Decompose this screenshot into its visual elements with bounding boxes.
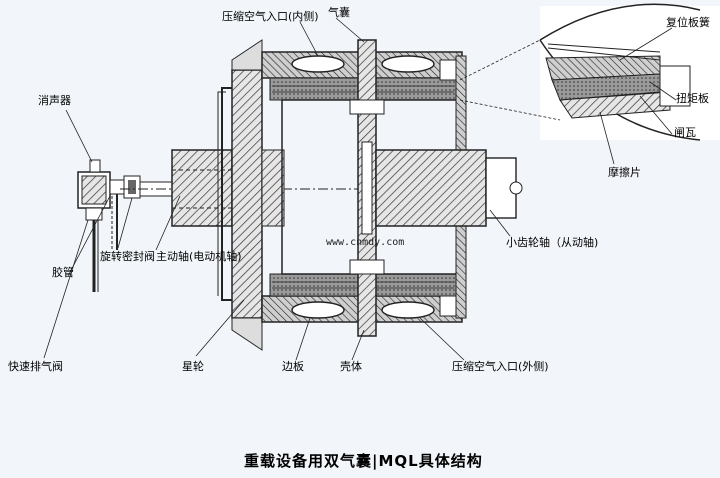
label-air-inlet-outer: 压缩空气入口(外侧): [452, 359, 549, 373]
label-torque-plate: 扭矩板: [676, 91, 709, 105]
label-friction-pad: 摩擦片: [608, 165, 641, 179]
label-hose: 胶管: [52, 265, 74, 279]
rotary-seal-valve: [123, 175, 141, 199]
label-side-plate: 边板: [282, 359, 304, 373]
star-wheel: [231, 39, 285, 351]
watermark: www.cnmdy.com: [326, 237, 404, 248]
leader-lines: [43, 17, 677, 361]
silencer: [77, 159, 111, 209]
pinion-shaft: [375, 149, 523, 227]
label-quick-exhaust-valve: 快速排气阀: [8, 359, 63, 373]
quick-exhaust-valve: [85, 207, 103, 292]
label-main-shaft: 主动轴(电动机轴): [156, 249, 242, 263]
label-silencer: 消声器: [38, 93, 71, 107]
label-air-inlet-inner: 压缩空气入口(内侧): [222, 9, 319, 23]
air-pipe-left: [217, 87, 232, 301]
label-airbag: 气囊: [328, 5, 350, 19]
label-housing: 壳体: [340, 359, 362, 373]
label-rotary-seal-valve: 旋转密封阀: [100, 249, 155, 263]
figure-caption: 重载设备用双气囊|MQL具体结构: [244, 452, 483, 471]
label-brake-shoe: 闸瓦: [674, 126, 696, 139]
label-pinion-shaft: 小齿轮轴（从动轴): [506, 235, 598, 249]
label-star-wheel: 星轮: [182, 359, 204, 373]
label-return-spring: 复位板簧: [666, 15, 710, 29]
airbag: [291, 55, 435, 319]
hose: [109, 179, 125, 250]
side-plate: [349, 39, 385, 337]
